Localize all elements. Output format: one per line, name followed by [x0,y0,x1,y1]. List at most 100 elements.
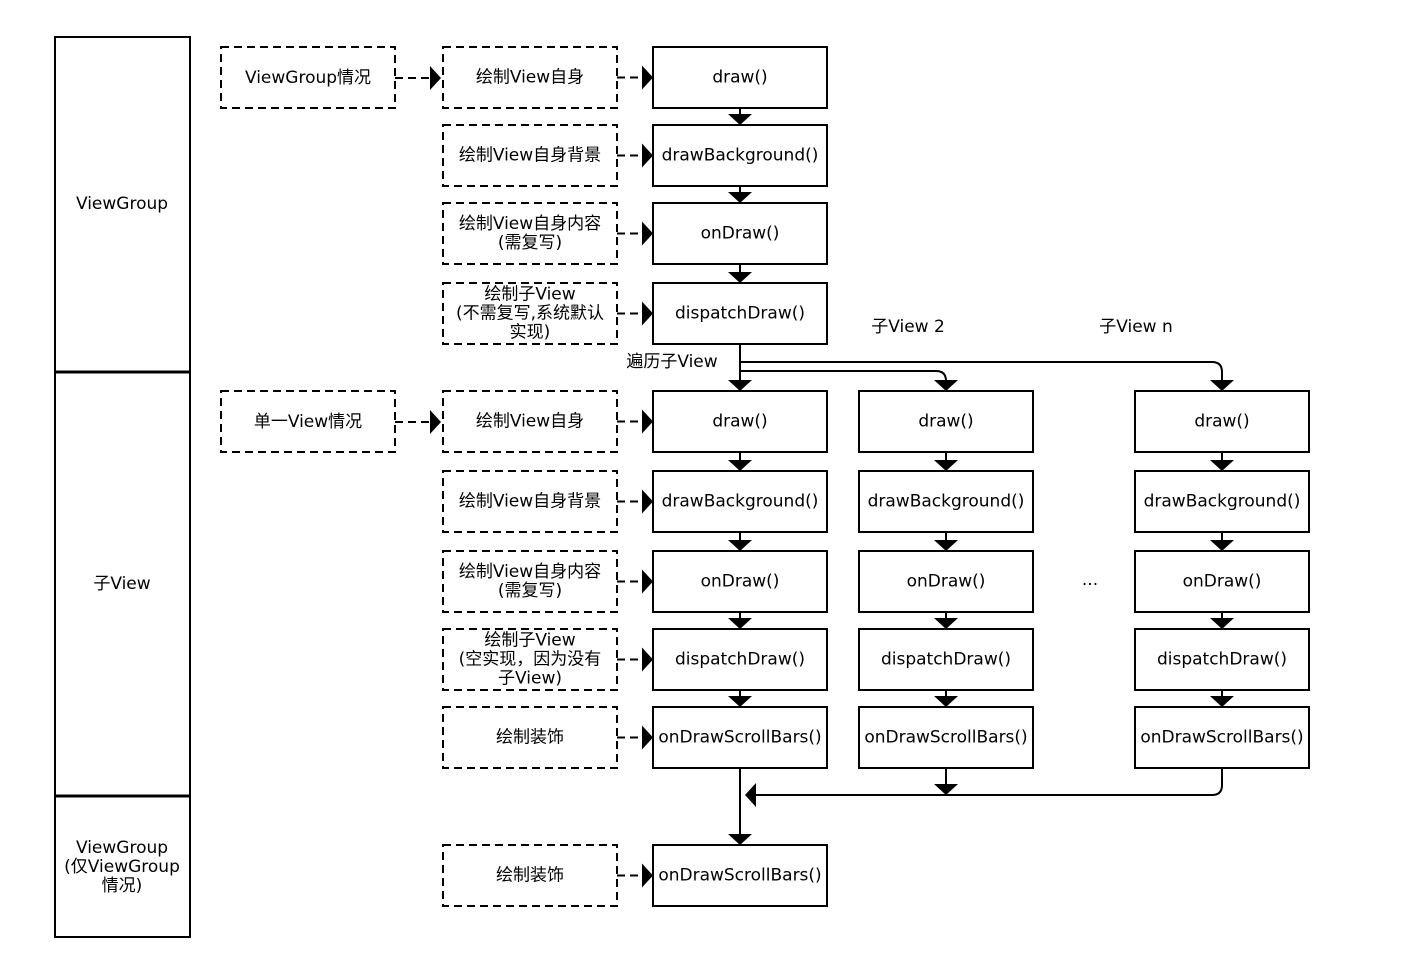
desc-text-line: 实现) [510,323,551,343]
desc-text: 绘制View自身背景 [459,146,601,166]
section-label-viewgroup: ViewGroup [76,194,168,214]
arrowhead-down [728,540,752,551]
desc-text-line: 绘制子View [484,631,575,651]
method-label: draw() [918,412,973,432]
branch-arrow [740,361,1223,380]
method-box [652,628,828,691]
arrowhead-right [430,66,441,90]
arrowhead-right [642,489,653,514]
desc-box [442,628,618,691]
arrowhead-down [728,114,752,125]
method-label: dispatchDraw() [675,650,805,670]
arrowhead-right [642,569,653,594]
desc-box [442,282,618,345]
method-box [652,282,828,345]
arrowhead-down [1210,540,1234,551]
method-box [1134,706,1310,769]
branch-arrow [740,370,947,382]
arrowhead-down [728,696,752,707]
method-label: drawBackground() [662,492,819,512]
merge-arrow [756,768,1223,796]
desc-text-line: 绘制View自身 [476,68,584,88]
arrowhead-down [934,696,958,707]
desc-box [442,470,618,533]
desc-text: 绘制View自身 [476,412,584,432]
method-label: drawBackground() [868,492,1025,512]
case-box-single-view [220,390,396,453]
method-label: onDrawScrollBars() [1140,728,1303,748]
ellipsis-text: ... [1082,570,1098,590]
desc-box [442,46,618,109]
arrowhead-right [642,409,653,434]
section-label-viewgroup-only-line: ViewGroup [76,838,168,858]
method-box [858,390,1034,453]
arrowhead-down [934,460,958,471]
method-label: onDraw() [1183,572,1262,592]
method-label: onDraw() [701,572,780,592]
case-label-single-view: 单一View情况 [254,412,362,432]
method-box [1134,390,1310,453]
arrowhead-right [642,221,653,246]
traverse-label: 遍历子View [626,352,717,372]
arrowhead-down [1210,380,1234,391]
arrowhead-right [642,65,653,90]
method-label: onDrawScrollBars() [658,728,821,748]
method-label: dispatchDraw() [1157,650,1287,670]
desc-text-line: (需复写) [498,581,562,601]
section-label-child-view: 子View [93,574,150,594]
desc-text: 绘制View自身 [476,68,584,88]
desc-box [442,390,618,453]
arrowhead-left [745,783,756,807]
method-box [858,706,1034,769]
method-box [652,124,828,187]
desc-text: 绘制View自身背景 [459,492,601,512]
case-box-viewgroup [220,46,396,109]
arrowhead-right [642,863,653,888]
arrowhead-down [1210,696,1234,707]
arrowhead-down [1210,460,1234,471]
method-label: dispatchDraw() [675,304,805,324]
method-label: onDraw() [701,224,780,244]
method-label: onDrawScrollBars() [658,866,821,886]
arrowhead-down [728,380,752,391]
arrowhead-down [934,784,958,795]
desc-box [442,844,618,907]
method-label: draw() [712,68,767,88]
arrowhead-right [642,143,653,168]
arrowhead-down [934,380,958,391]
section-column [54,36,191,938]
desc-text-line: (空实现，因为没有 [459,650,602,670]
arrowhead-down [728,618,752,629]
method-label: onDrawScrollBars() [864,728,1027,748]
arrowhead-right [430,410,441,434]
desc-text-line: 绘制View自身 [476,412,584,432]
method-label: draw() [712,412,767,432]
arrowhead-right [642,301,653,326]
desc-box [442,706,618,769]
method-box [1134,550,1310,613]
section-label-viewgroup-only-line: 情况) [102,876,143,896]
arrowhead-down [728,460,752,471]
arrowhead-down [728,272,752,283]
desc-text-line: 绘制子View [484,285,575,305]
desc-box [442,124,618,187]
arrowhead-down [728,834,752,845]
desc-text: 绘制View自身内容(需复写) [459,562,601,601]
desc-text-line: 绘制装饰 [496,728,564,748]
child-label-2: 子View 2 [871,317,945,337]
arrowhead-right [642,647,653,672]
desc-text-line: 绘制View自身背景 [459,146,601,166]
desc-text-line: 绘制View自身内容 [459,214,601,234]
method-box [1134,470,1310,533]
method-box [858,470,1034,533]
child-label-n: 子View n [1099,317,1173,337]
desc-text-line: (需复写) [498,233,562,253]
desc-text-line: (不需复写,系统默认 [456,304,604,324]
arrowhead-down [934,540,958,551]
method-box [652,202,828,265]
arrowhead-down [934,618,958,629]
method-label: draw() [1194,412,1249,432]
